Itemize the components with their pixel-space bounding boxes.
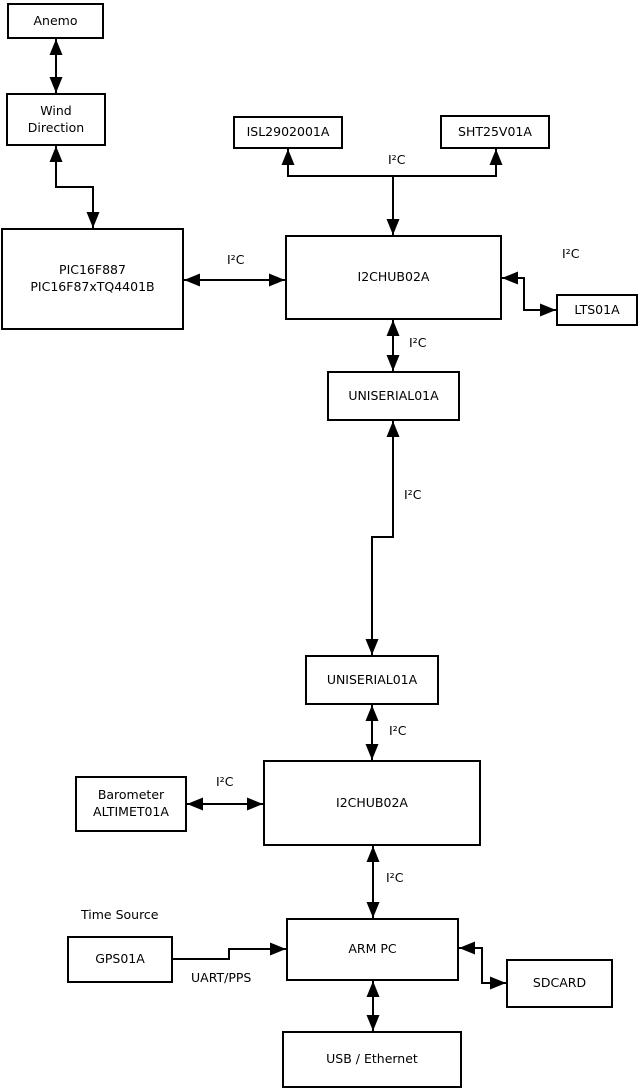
- node-pic16f887: PIC16F887 PIC16F87xTQ4401B: [1, 228, 184, 330]
- node-wind-direction: Wind Direction: [6, 93, 106, 146]
- label-i2c-bus-isl-sht: I²C: [388, 152, 406, 167]
- label-i2c-hub-lts: I²C: [562, 246, 580, 261]
- node-usb-ethernet: USB / Ethernet: [282, 1031, 462, 1088]
- node-sdcard: SDCARD: [506, 959, 613, 1008]
- node-arm-pc: ARM PC: [286, 918, 459, 981]
- label-i2c-hub-armpc: I²C: [386, 870, 404, 885]
- edge-gps-armpc: [173, 942, 286, 960]
- label-i2c-pic-hub: I²C: [227, 252, 245, 267]
- edge-armpc-sdcard: [459, 941, 506, 990]
- edge-uniserial-lower-i2chub-bottom: [365, 705, 379, 760]
- edge-barometer-i2chub-bottom: [187, 797, 263, 811]
- node-uniserial01a-lower: UNISERIAL01A: [305, 655, 439, 705]
- node-anemo: Anemo: [7, 3, 104, 39]
- label-i2c-barometer-hub: I²C: [216, 774, 234, 789]
- edge-i2cbus-isl-sht: [281, 149, 503, 235]
- label-i2c-hub-uniserial-upper: I²C: [409, 335, 427, 350]
- label-i2c-uniserial-lower-hub: I²C: [389, 723, 407, 738]
- edge-armpc-usb: [366, 981, 380, 1031]
- label-i2c-uniserial-link: I²C: [404, 487, 422, 502]
- node-i2chub02a-top: I2CHUB02A: [285, 235, 502, 320]
- node-barometer-altimet01a: Barometer ALTIMET01A: [75, 776, 187, 832]
- edge-i2chub-top-uniserial-upper: [386, 320, 400, 371]
- edge-uniserial-upper-lower: [365, 421, 400, 655]
- edge-wind-direction-pic: [49, 146, 100, 228]
- node-i2chub02a-bottom: I2CHUB02A: [263, 760, 481, 846]
- label-time-source: Time Source: [81, 907, 159, 922]
- edge-i2chub-bottom-armpc: [366, 846, 380, 918]
- edge-pic-i2chub-top: [184, 273, 285, 287]
- edge-i2chub-top-lts: [502, 271, 556, 317]
- node-sht25v01a: SHT25V01A: [440, 115, 550, 149]
- edge-anemo-wind-direction: [49, 39, 63, 93]
- node-isl2902001a: ISL2902001A: [233, 116, 343, 149]
- label-uart-pps: UART/PPS: [191, 970, 252, 985]
- node-uniserial01a-upper: UNISERIAL01A: [327, 371, 460, 421]
- node-gps01a: GPS01A: [67, 936, 173, 983]
- node-lts01a: LTS01A: [556, 294, 638, 326]
